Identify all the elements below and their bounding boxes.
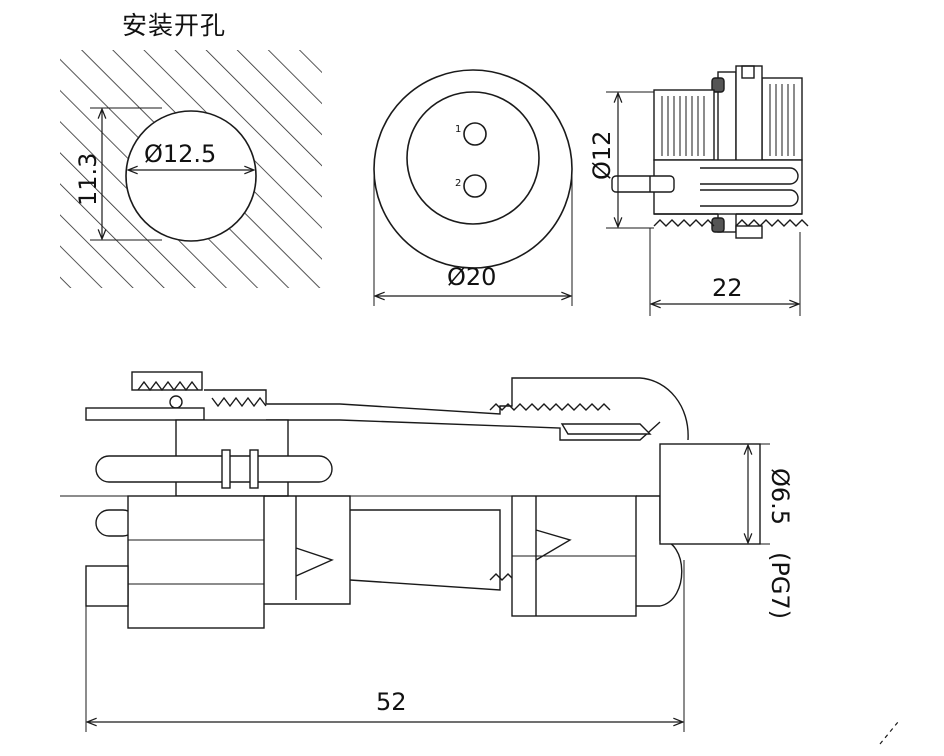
pin-2-label: 2 (455, 178, 461, 189)
front-diameter-label: Ø20 (447, 263, 496, 291)
pin-1 (463, 122, 487, 146)
cable-diameter-label: Ø6.5 (766, 468, 794, 525)
side-length-label: 22 (712, 274, 743, 302)
corner-mark (879, 721, 899, 745)
pin-1-label: 1 (455, 124, 461, 135)
cutout-title: 安装开孔 (122, 11, 227, 40)
front-view: 1 2 Ø20 (373, 69, 573, 306)
hatched-panel (60, 50, 322, 288)
inner-face (406, 91, 540, 225)
panel-cutout: Ø12.5 11.3 (60, 50, 322, 288)
cutout-diameter-label: Ø12.5 (144, 140, 216, 168)
plug-length-label: 52 (376, 688, 407, 716)
side-thread-label: Ø12 (588, 131, 616, 180)
pin-2 (463, 174, 487, 198)
cutout-flat-label: 11.3 (74, 153, 102, 206)
plug-view (60, 371, 770, 732)
cable-gland-label: (PG7) (766, 552, 794, 619)
cutout-hole (125, 110, 257, 242)
side-view (606, 65, 809, 316)
